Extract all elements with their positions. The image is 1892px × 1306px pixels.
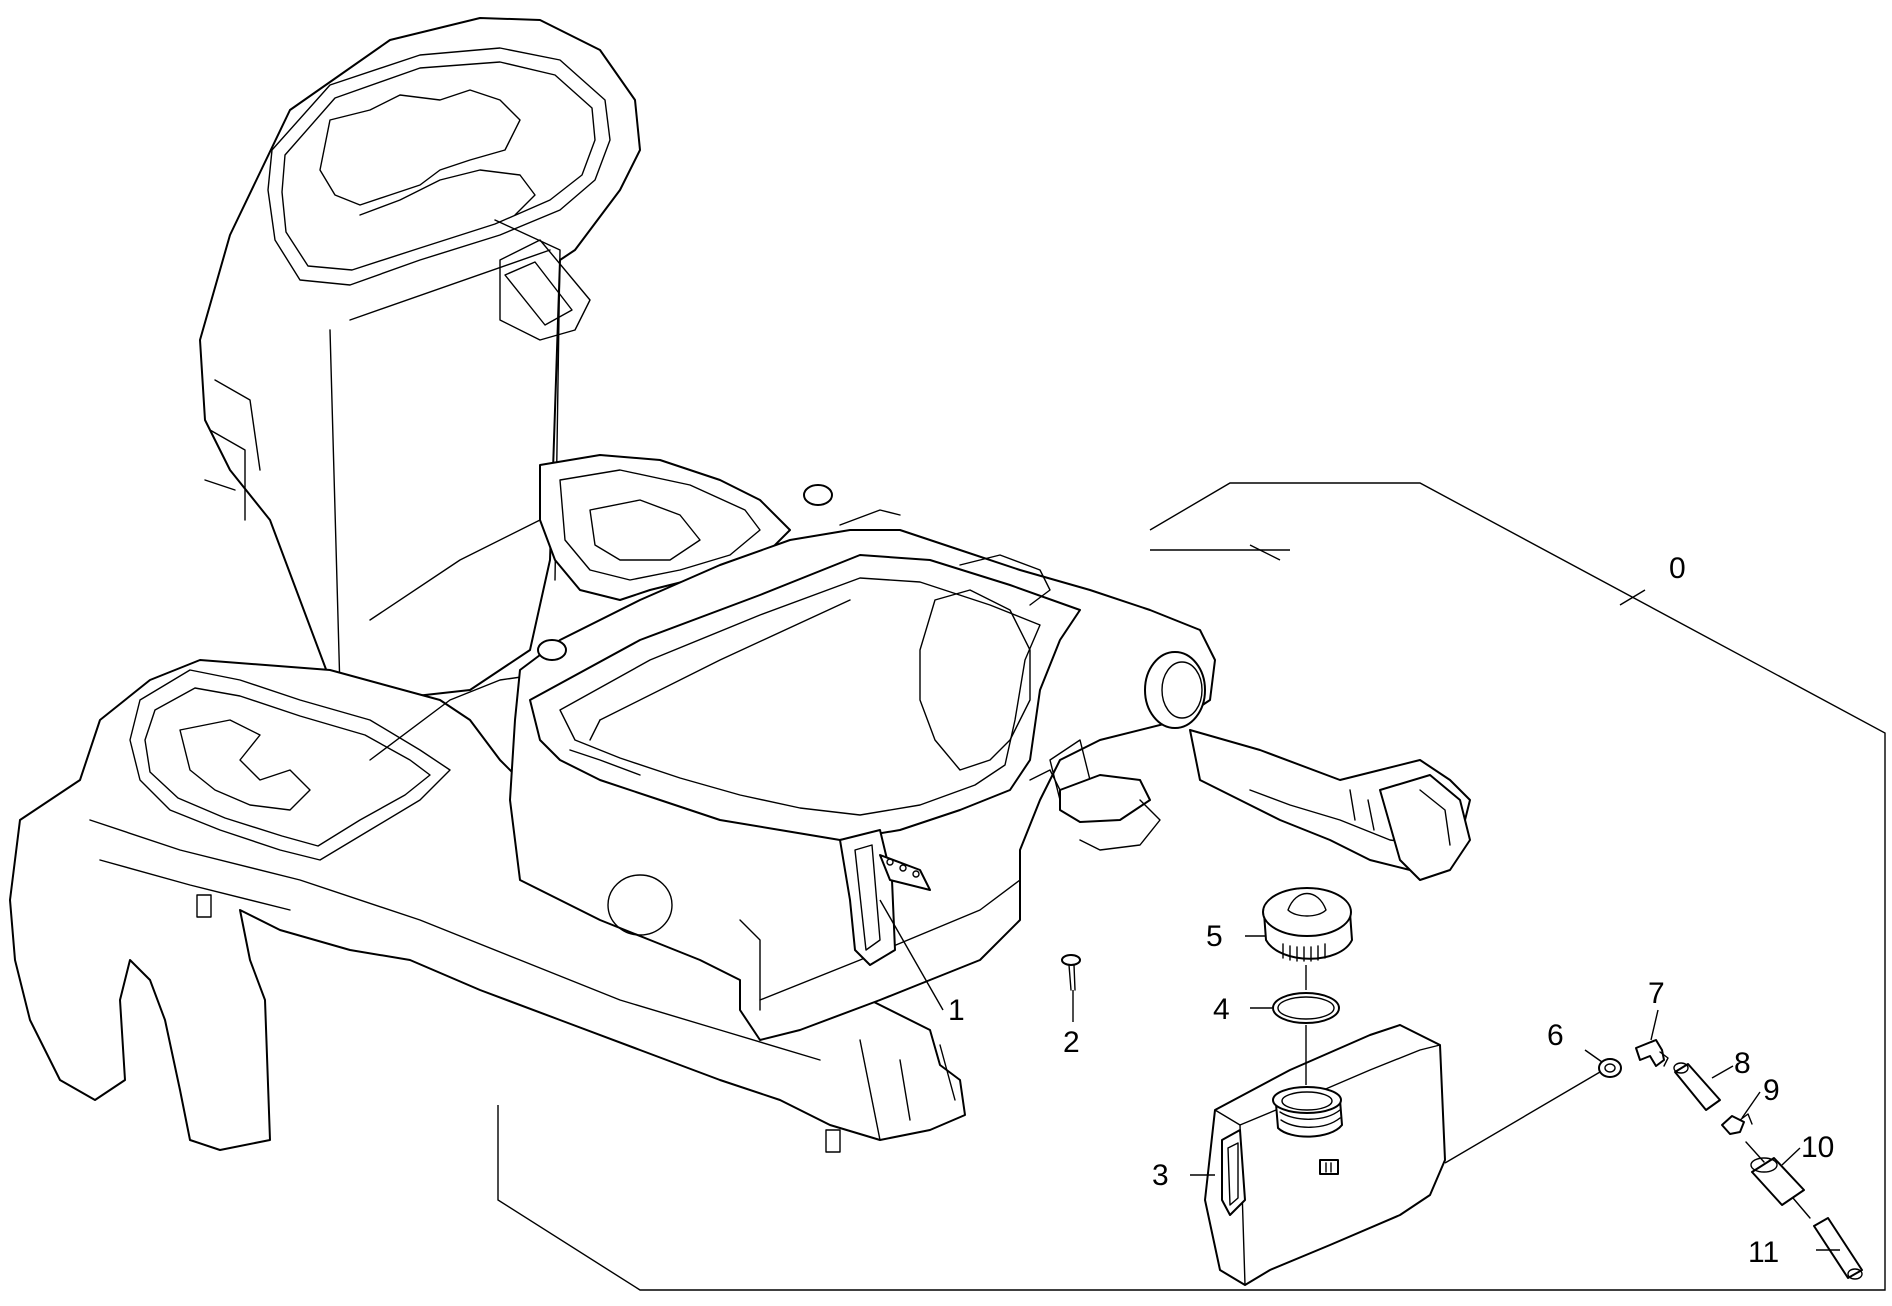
part-fuel-filter: [1745, 1141, 1811, 1219]
chassis-body: [9, 17, 966, 1153]
part-tank: [1204, 1024, 1446, 1286]
part-screw: [1061, 954, 1081, 991]
right-rail: [1189, 729, 1471, 881]
callout-2: 2: [1063, 1026, 1080, 1059]
callout-labels: 0 1 2 3 4 5 6 7 8 9 10 11: [948, 552, 1834, 1269]
callout-1: 1: [948, 994, 965, 1027]
callout-5: 5: [1206, 920, 1223, 953]
battery-tray: [509, 484, 1216, 1041]
part-clamp: [1721, 1113, 1753, 1135]
part-elbow-fitting: [1635, 1039, 1669, 1067]
callout-4: 4: [1213, 993, 1230, 1026]
leader-lines: [879, 544, 1840, 1251]
part-hose: [1673, 1062, 1721, 1111]
assembly-bracket: [497, 482, 1886, 1291]
part-o-ring: [1272, 992, 1340, 1024]
callout-6: 6: [1547, 1019, 1564, 1052]
part-grommet: [1598, 1058, 1622, 1078]
callout-0: 0: [1669, 552, 1686, 585]
callout-8: 8: [1734, 1047, 1751, 1080]
callout-10: 10: [1801, 1131, 1834, 1164]
callout-7: 7: [1648, 977, 1665, 1010]
part-bracket: [839, 829, 931, 966]
callout-11: 11: [1748, 1236, 1779, 1269]
part-hose-end: [1813, 1217, 1863, 1280]
callout-9: 9: [1763, 1074, 1780, 1107]
callout-3: 3: [1152, 1159, 1169, 1192]
part-tank-cap: [1262, 887, 1353, 962]
